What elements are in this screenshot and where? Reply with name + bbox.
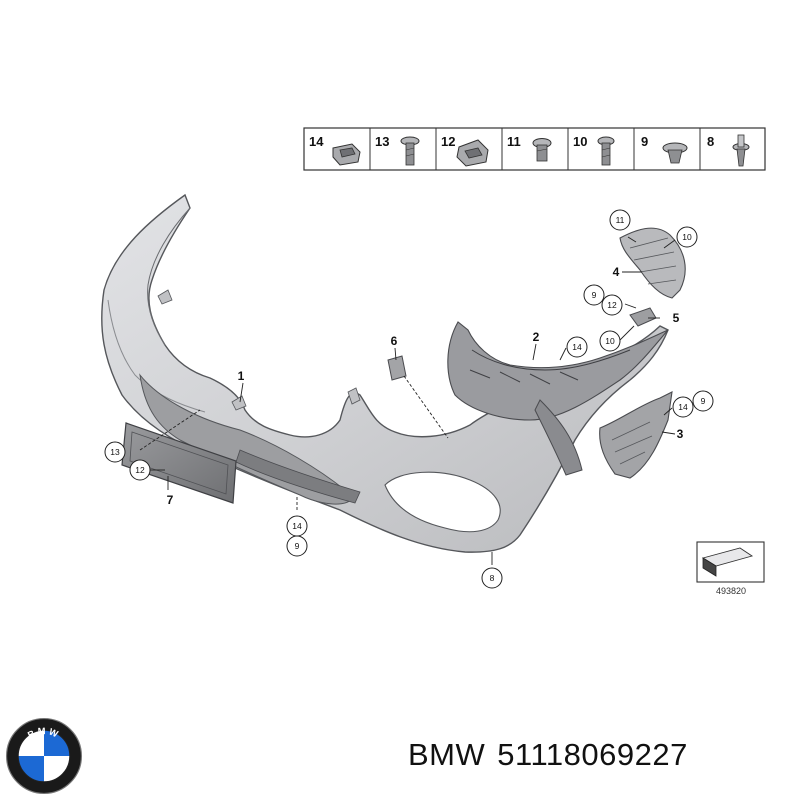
part-label-5: 5 — [673, 311, 680, 325]
part-label-7: 7 — [167, 493, 174, 507]
callout-10-lower: 10 — [599, 330, 621, 352]
part-label-3: 3 — [677, 427, 684, 441]
push-nut-icon — [662, 142, 688, 164]
callout-14-center: 14 — [566, 336, 588, 358]
callout-9-upper: 9 — [583, 284, 605, 306]
svg-text:9: 9 — [701, 396, 706, 406]
hex-screw-icon — [532, 138, 552, 162]
svg-text:10: 10 — [682, 232, 692, 242]
svg-text:11: 11 — [616, 215, 625, 225]
callout-9-bottom: 9 — [286, 535, 308, 557]
svg-text:12: 12 — [607, 300, 617, 310]
long-screw-icon — [597, 136, 615, 166]
part-label-4: 4 — [613, 265, 620, 279]
expanding-rivet-icon — [732, 134, 750, 167]
svg-text:13: 13 — [110, 447, 120, 457]
legend-label-14: 14 — [309, 134, 324, 149]
legend-label-13: 13 — [375, 134, 389, 149]
drawing-reference-box: 493820 — [696, 541, 765, 596]
callout-14-right: 14 — [672, 396, 694, 418]
callout-8-bottom: 8 — [481, 567, 503, 589]
svg-text:14: 14 — [292, 521, 302, 531]
callout-10-upper: 10 — [676, 226, 698, 248]
bmw-logo-icon: BMW — [5, 717, 83, 795]
svg-text:BMW: BMW — [26, 726, 62, 740]
svg-text:14: 14 — [572, 342, 582, 352]
legend-label-9: 9 — [641, 134, 648, 149]
part-label-2: 2 — [533, 330, 540, 344]
callout-12-left: 12 — [129, 459, 151, 481]
clip-nut-icon — [332, 143, 361, 166]
callout-9-right: 9 — [692, 390, 714, 412]
retainer-clip-part — [387, 355, 407, 381]
part-caption: BMW 51118069227 — [408, 737, 700, 773]
side-bracket-part — [599, 391, 673, 479]
part-label-1: 1 — [238, 369, 245, 383]
callout-11: 11 — [609, 209, 631, 231]
callout-12-upper: 12 — [601, 294, 623, 316]
fastener-legend: 14 13 12 11 10 9 8 — [303, 127, 766, 171]
caption-part-number: 51118069227 — [497, 737, 688, 772]
legend-label-10: 10 — [573, 134, 587, 149]
svg-text:8: 8 — [490, 573, 495, 583]
svg-text:12: 12 — [135, 465, 145, 475]
center-carrier-part — [447, 321, 669, 476]
upper-bracket-part — [619, 227, 686, 299]
svg-text:9: 9 — [295, 541, 300, 551]
part-label-6: 6 — [391, 334, 398, 348]
caption-brand: BMW — [408, 737, 486, 772]
svg-text:14: 14 — [678, 402, 688, 412]
svg-text:10: 10 — [605, 336, 615, 346]
legend-label-8: 8 — [707, 134, 714, 149]
drawing-number: 493820 — [716, 586, 746, 596]
callout-14-bottom: 14 — [286, 515, 308, 537]
legend-label-12: 12 — [441, 134, 455, 149]
legend-label-11: 11 — [507, 134, 521, 149]
svg-text:9: 9 — [592, 290, 597, 300]
screw-icon — [400, 136, 420, 166]
callout-13-left: 13 — [104, 441, 126, 463]
speed-clip-icon — [456, 139, 489, 167]
small-bracket-part — [629, 307, 657, 327]
arrow-icon — [702, 557, 717, 577]
